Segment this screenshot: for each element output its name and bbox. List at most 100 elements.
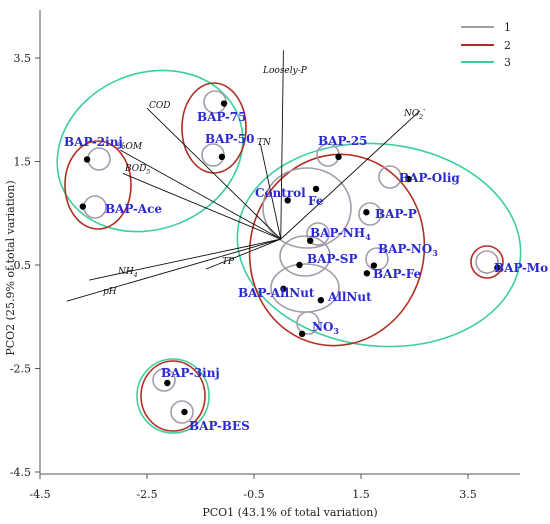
label-bap-nh4: BAP-NH4 <box>310 226 371 242</box>
group1-ellipse-allnut <box>270 263 340 313</box>
vector-bod5 <box>122 172 281 240</box>
label-bap-olig: BAP-Olig <box>399 171 460 185</box>
point-bap-olig <box>405 175 412 183</box>
point-bap-p <box>363 209 370 216</box>
vector-loosely-p <box>280 50 284 240</box>
y-ticks: 3.5 1.5 -0.5 -2.5 -4.5 <box>10 52 40 479</box>
group3-ellipse-bottom <box>136 358 210 434</box>
point-bap-75 <box>220 100 228 107</box>
vector-label-loosely-p: Loosely-P <box>262 66 308 76</box>
point-allnut <box>317 296 325 304</box>
vector-ph <box>66 238 281 302</box>
vector-label-bod5: BOD5 <box>124 164 150 176</box>
group1-circle-bapp <box>358 202 382 226</box>
x-tick-label-4: 3.5 <box>459 488 477 501</box>
vector-label-no2-main: NO <box>403 109 420 119</box>
group3-ellipse-left <box>56 69 244 233</box>
point-bap-25 <box>335 153 342 161</box>
x-tick-label-3: 1.5 <box>352 488 370 501</box>
vector-label-nh4: NH4 <box>117 267 138 279</box>
group3-ellipse-center <box>236 142 522 348</box>
data-points <box>79 100 501 416</box>
label-control: Control <box>255 186 306 200</box>
group1-circle-bap3inj <box>152 368 176 392</box>
label-bap-no3-main: BAP-NO <box>378 242 432 256</box>
vector-label-om: %OM <box>117 142 143 152</box>
vector-tp <box>205 238 281 270</box>
point-no3 <box>298 330 306 338</box>
vector-nh4 <box>89 238 281 281</box>
group2-ellipse-mo <box>470 245 504 279</box>
group-3-outlines <box>56 69 522 434</box>
vector-label-tn: TN <box>257 138 272 148</box>
group2-ellipse-center <box>248 153 426 347</box>
group1-circle-bapno3 <box>365 247 389 271</box>
group1-ellipse-control-fe <box>262 167 352 249</box>
environmental-vectors <box>66 50 421 302</box>
group1-circle-bapbes <box>170 400 194 424</box>
label-bap-ace: BAP-Ace <box>105 202 162 216</box>
group1-ellipse-sp <box>279 235 331 277</box>
point-bap-bes <box>181 408 188 416</box>
point-control <box>284 197 291 204</box>
x-tick-label-0: -4.5 <box>29 488 50 501</box>
label-bap-50: BAP-50 <box>205 132 255 146</box>
point-bap-mo <box>494 264 501 271</box>
vector-label-nh4-main: NH <box>117 267 134 277</box>
y-tick-label-2: -0.5 <box>10 259 31 272</box>
vector-label-no2: NO2- <box>403 106 426 121</box>
label-bap-no3: BAP-NO3 <box>378 242 438 258</box>
legend-label-1: 1 <box>504 21 511 34</box>
label-bap-p: BAP-P <box>375 207 417 221</box>
point-bap-no3 <box>370 262 378 269</box>
vector-label-no2-sup: - <box>423 106 426 114</box>
group1-circle-bapace <box>83 195 107 219</box>
vector-no2 <box>280 110 421 240</box>
label-bap-mo: BAP-Mo <box>494 261 548 275</box>
group2-ellipse-left <box>64 140 132 230</box>
vector-labels: Loosely-P NO2- COD TN %OM BOD5 TP NH4 pH <box>103 66 426 297</box>
label-no3: NO3 <box>312 320 339 336</box>
label-no3-sub: 3 <box>333 326 339 336</box>
point-bap-2inj <box>83 156 91 163</box>
legend: 1 2 3 <box>461 21 511 69</box>
y-axis-title: PCO2 (25.9% of total variation) <box>4 180 17 355</box>
label-bap-allnut: BAP-AllNut <box>238 286 315 300</box>
point-bap-nh4 <box>306 237 314 244</box>
point-labels: BAP-75 BAP-50 BAP-2inj BAP-Ace BAP-25 BA… <box>64 110 548 433</box>
label-no3-main: NO <box>312 320 333 334</box>
group1-circle-bapmo <box>475 250 499 274</box>
group1-circle-bap2inj <box>87 147 111 171</box>
y-tick-label-0: 3.5 <box>14 52 32 65</box>
vector-tn <box>259 143 282 240</box>
vector-cod <box>146 107 282 240</box>
legend-label-3: 3 <box>504 56 511 69</box>
label-bap-nh4-main: BAP-NH <box>310 226 365 240</box>
label-bap-2inj: BAP-2inj <box>64 135 123 149</box>
vector-label-ph: pH <box>103 287 117 297</box>
label-bap-25: BAP-25 <box>318 134 368 148</box>
label-bap-3inj: BAP-3inj <box>161 366 220 380</box>
y-tick-label-3: -2.5 <box>10 363 31 376</box>
x-tick-label-1: -2.5 <box>136 488 157 501</box>
x-axis-title: PCO1 (43.1% of total variation) <box>202 506 377 519</box>
group1-circle-bapolig <box>378 165 402 189</box>
group-2-outlines <box>64 82 504 432</box>
vector-label-nh4-sub: 4 <box>133 272 138 279</box>
point-bap-50 <box>218 153 226 161</box>
point-bap-allnut <box>280 285 287 293</box>
group2-ellipse-bottom <box>140 360 206 432</box>
y-tick-label-1: 1.5 <box>14 156 32 169</box>
axes <box>39 10 520 475</box>
point-fe <box>312 185 320 193</box>
vector-label-tp: TP <box>222 257 235 267</box>
label-fe: Fe <box>308 194 324 208</box>
point-bap-ace <box>79 203 87 210</box>
y-tick-label-4: -4.5 <box>10 466 31 479</box>
label-bap-75: BAP-75 <box>197 110 247 124</box>
label-bap-no3-sub: 3 <box>432 248 438 258</box>
label-bap-sp: BAP-SP <box>307 252 358 266</box>
point-bap-fe <box>363 270 371 277</box>
